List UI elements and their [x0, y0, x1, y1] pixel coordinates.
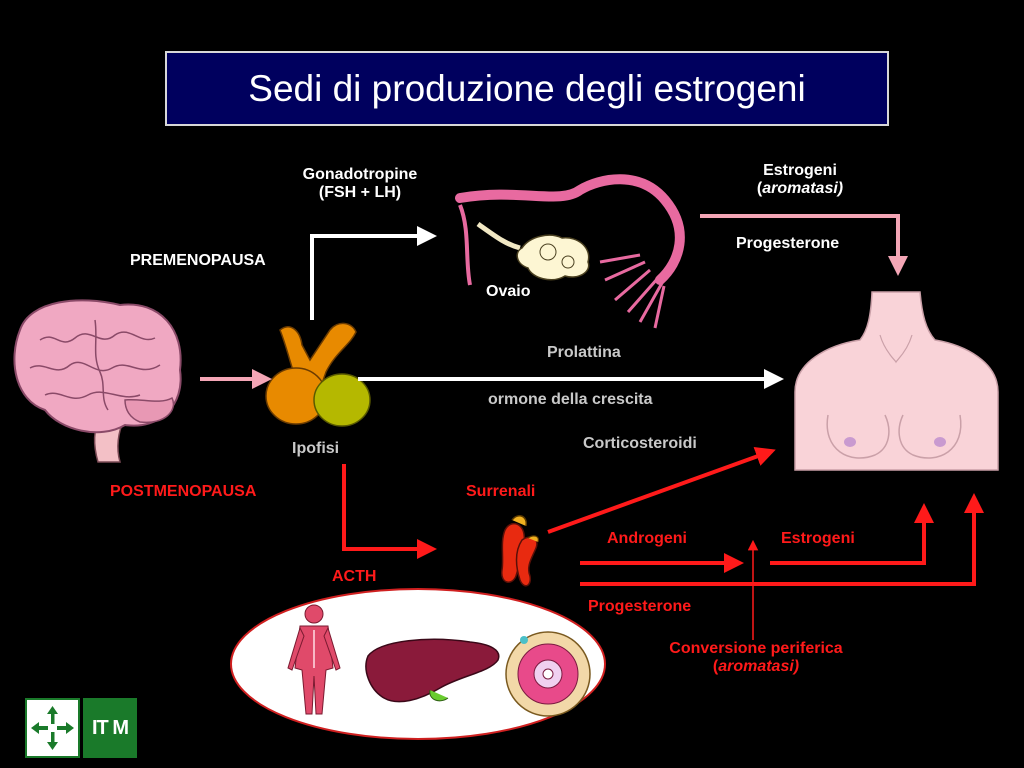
label-androgeni: Androgeni: [607, 530, 687, 547]
label-aromatasi-bottom-italic: aromatasi): [718, 658, 800, 675]
label-surrenali: Surrenali: [466, 483, 536, 500]
adrenal-illustration: [501, 515, 539, 587]
label-conversione: Conversione periferica (aromatasi): [640, 640, 872, 676]
torso-illustration: [794, 291, 999, 471]
logo-text: IT M: [92, 716, 129, 739]
label-progesterone-top: Progesterone: [736, 235, 840, 252]
label-estrogeni-bottom: Estrogeni: [781, 530, 855, 547]
peripheral-tissues-oval: [230, 588, 606, 740]
arrow-ovary-to-torso: [700, 214, 908, 276]
label-ovaio: Ovaio: [486, 283, 531, 300]
adipose-section: [505, 631, 591, 717]
label-premenopausa: PREMENOPAUSA: [130, 252, 266, 269]
arrow-estrogeni-bottom: [770, 503, 934, 565]
ovary-illustration: [455, 174, 685, 329]
logo-arrows: [25, 698, 80, 758]
logo-itmo: IT M: [83, 698, 137, 758]
brain-illustration: [13, 299, 182, 463]
arrow-gonadotropine: [310, 226, 437, 320]
arrow-corticosteroidi: [547, 447, 776, 534]
label-aromatasi-top-italic: aromatasi): [762, 180, 844, 197]
muscle-figure: [287, 604, 341, 715]
label-prolattina: Prolattina: [547, 344, 621, 361]
arrow-acth: [342, 464, 437, 559]
arrows-cross-icon: [31, 706, 74, 750]
label-gonadotropine: Gonadotropine (FSH + LH): [270, 166, 450, 202]
pituitary-illustration: [265, 322, 371, 427]
label-acth: ACTH: [332, 568, 377, 585]
label-postmenopausa: POSTMENOPAUSA: [110, 483, 257, 500]
label-estrogeni-top: Estrogeni (aromatasi): [720, 162, 880, 198]
liver: [365, 638, 500, 703]
label-gonadotropine-line2: (FSH + LH): [318, 184, 402, 201]
arrow-progesterone-bottom: [580, 493, 984, 586]
label-aromatasi-top: (aromatasi): [756, 180, 844, 197]
title-box: Sedi di produzione degli estrogeni: [165, 51, 889, 126]
label-conversione-line1: Conversione periferica: [669, 640, 843, 657]
label-gonadotropine-line1: Gonadotropine: [302, 166, 418, 183]
page-title: Sedi di produzione degli estrogeni: [248, 67, 806, 109]
label-ormone-crescita: ormone della crescita: [488, 391, 653, 408]
label-corticosteroidi: Corticosteroidi: [583, 435, 697, 452]
label-estrogeni-top-line1: Estrogeni: [763, 162, 837, 179]
label-aromatasi-bottom: (aromatasi): [712, 658, 800, 675]
label-progesterone-bottom: Progesterone: [588, 598, 692, 615]
label-ipofisi: Ipofisi: [292, 440, 340, 457]
